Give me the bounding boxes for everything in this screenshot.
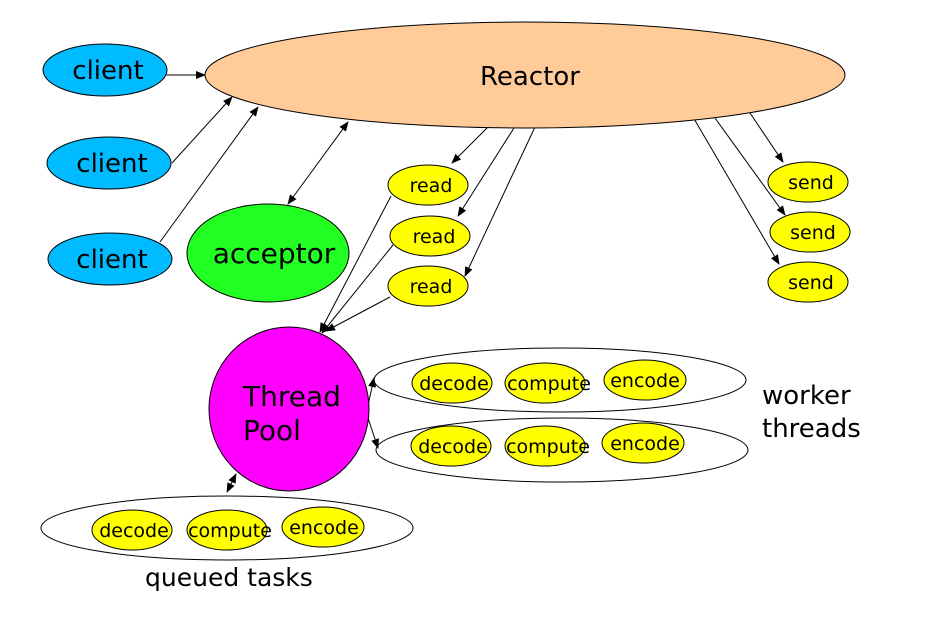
client-label: client [76, 245, 147, 275]
arrows [159, 71, 786, 493]
arrow-pool-queue [226, 473, 237, 493]
task-encode [601, 422, 685, 464]
arrow-client3-reactor [159, 106, 259, 243]
send-node: send [767, 161, 849, 203]
acceptor-label: acceptor [213, 237, 336, 270]
task-label: compute [506, 436, 590, 458]
client-label: client [72, 56, 143, 86]
arrow-read3-pool [325, 296, 391, 332]
read-label: read [410, 276, 453, 298]
arrow-reactor-send1 [749, 112, 784, 163]
client-node: client [42, 43, 168, 97]
task-label: encode [610, 433, 680, 455]
read-node: read [389, 215, 471, 257]
send-label: send [788, 172, 834, 194]
task-decode [410, 425, 492, 467]
arrow-acceptor-reactor [287, 121, 349, 205]
thread-pool-label-line1: Thread [242, 380, 341, 413]
task-compute [504, 362, 586, 404]
task-label: decode [99, 520, 169, 542]
client-node: client [46, 136, 172, 190]
send-node: send [767, 261, 849, 303]
task-label: encode [610, 370, 680, 392]
arrow-reactor-read1 [451, 126, 489, 164]
task-compute [504, 425, 586, 467]
queued-tasks-label: queued tasks [145, 563, 313, 592]
read-node: read [387, 265, 469, 307]
read-label: read [413, 226, 456, 248]
thread-pool-label-line2: Pool [243, 414, 301, 447]
send-label: send [790, 222, 836, 244]
arrow-reactor-read3 [464, 126, 536, 277]
client-label: client [76, 149, 147, 179]
acceptor-node: acceptor [186, 203, 350, 303]
task-label: compute [188, 520, 272, 542]
thread-pool-node: Thread Pool [208, 326, 370, 492]
task-compute [186, 509, 268, 551]
task-label: decode [419, 373, 489, 395]
worker-threads-label-line2: threads [762, 414, 861, 444]
reactor-node: Reactor [204, 21, 846, 129]
arrow-reactor-send2 [714, 117, 786, 216]
send-node: send [769, 211, 851, 253]
reactor-label: Reactor [480, 62, 580, 92]
arrow-read2-pool [321, 244, 394, 334]
task-decode [411, 362, 493, 404]
worker-threads-label-line1: worker [762, 381, 851, 411]
task-decode [91, 509, 173, 551]
task-encode [603, 359, 687, 401]
client-node: client [47, 232, 173, 286]
read-label: read [410, 175, 453, 197]
arrow-read1-pool [319, 195, 392, 333]
queued-tasks: decode compute encode [40, 495, 414, 561]
send-label: send [788, 272, 834, 294]
task-encode [281, 506, 365, 548]
worker-thread: decode compute encode [373, 347, 747, 413]
arrow-pool-worker2 [366, 414, 379, 449]
worker-thread: decode compute encode [375, 417, 749, 483]
read-node: read [387, 164, 469, 206]
arrow-client2-reactor [171, 96, 233, 164]
task-label: compute [507, 373, 591, 395]
task-label: encode [289, 517, 359, 539]
task-label: decode [418, 436, 488, 458]
arrow-reactor-send3 [692, 116, 780, 265]
arrow-reactor-read2 [457, 127, 515, 217]
